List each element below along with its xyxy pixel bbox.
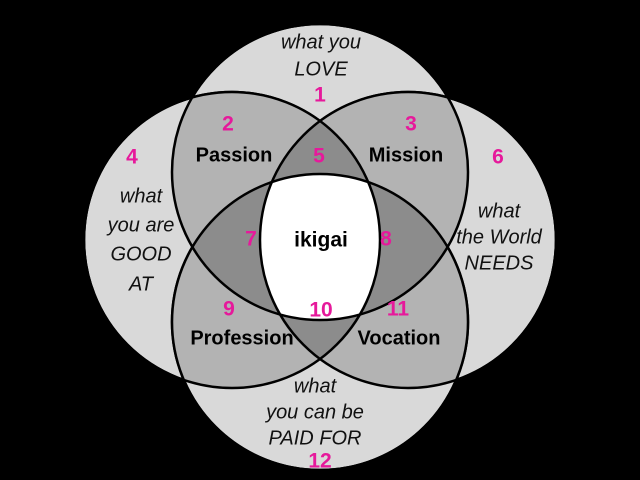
number-12: 12: [308, 450, 331, 473]
number-4: 4: [126, 146, 138, 169]
mission-label: Mission: [369, 144, 443, 166]
number-5: 5: [313, 145, 325, 168]
good-at-text-line-3: GOOD: [110, 243, 171, 265]
outline-love: [170, 22, 470, 322]
vocation-label: Vocation: [358, 327, 441, 349]
overlap-love-world-paid-region: [260, 174, 468, 320]
number-9: 9: [223, 298, 235, 321]
outline-good-at: [82, 90, 382, 390]
overlap-good-world-paid-region: [260, 174, 380, 388]
number-7: 7: [245, 228, 257, 251]
number-6: 6: [492, 146, 504, 169]
paid-for-text-line-1: what: [294, 375, 338, 397]
good-at-text-line-2: you are: [106, 214, 175, 236]
good-at-text-line-4: AT: [128, 273, 155, 295]
world-needs-text-line-2: the World: [456, 226, 542, 248]
love-text-line-2: LOVE: [294, 58, 348, 80]
good-at-text-line-1: what: [120, 185, 164, 207]
number-2: 2: [222, 113, 234, 136]
love-text-line-1: what you: [281, 31, 361, 53]
number-10: 10: [309, 299, 332, 322]
number-3: 3: [405, 113, 417, 136]
profession-label: Profession: [190, 327, 293, 349]
number-11: 11: [387, 298, 410, 321]
world-needs-text-line-3: NEEDS: [465, 252, 535, 274]
number-8: 8: [380, 228, 392, 251]
circle-outlines: [82, 22, 558, 472]
ikigai-center-label: ikigai: [294, 229, 348, 252]
world-needs-text-line-1: what: [478, 200, 522, 222]
paid-for-text-line-2: you can be: [264, 401, 364, 423]
outline-world-needs: [258, 90, 558, 390]
paid-for-text-line-3: PAID FOR: [269, 427, 362, 449]
overlap-love-good-paid-region: [172, 174, 380, 320]
outline-paid-for: [170, 172, 470, 472]
number-1: 1: [314, 84, 326, 107]
passion-label: Passion: [196, 144, 273, 166]
